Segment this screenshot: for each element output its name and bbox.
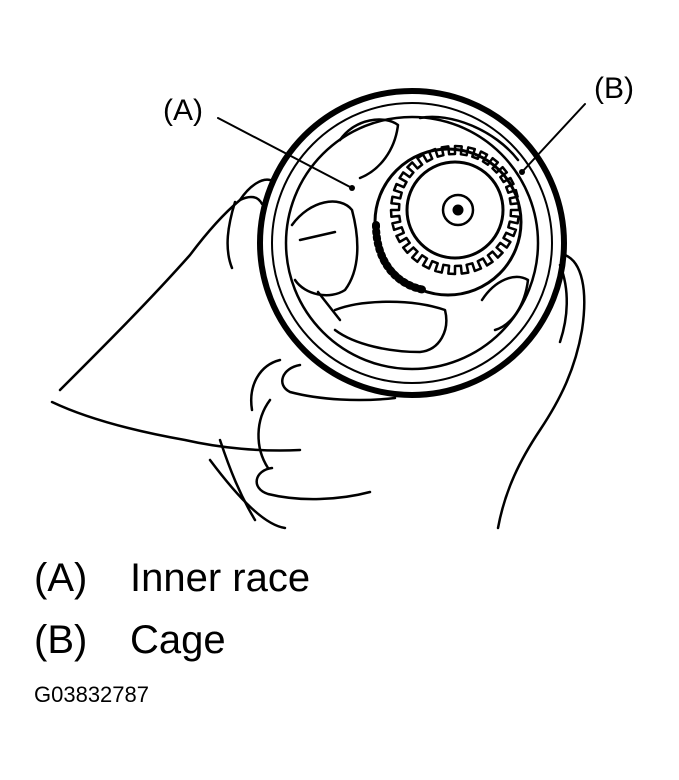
right-hand bbox=[218, 253, 586, 530]
cv-joint-illustration bbox=[50, 88, 586, 530]
legend-key: (A) bbox=[34, 556, 88, 600]
callout-label-b: (B) bbox=[594, 72, 634, 105]
legend-text: Cage bbox=[130, 618, 226, 662]
outer-race bbox=[257, 88, 567, 398]
figure-code: G03832787 bbox=[34, 682, 149, 707]
leader-lines bbox=[217, 103, 586, 191]
cage bbox=[290, 115, 530, 354]
legend-row-inner-race: (A) Inner race bbox=[34, 558, 310, 598]
legend-row-cage: (B) Cage bbox=[34, 620, 226, 660]
left-hand bbox=[50, 178, 302, 530]
inner-race bbox=[372, 144, 523, 297]
legend-text: Inner race bbox=[130, 556, 311, 600]
callout-label-a: (A) bbox=[163, 94, 203, 127]
legend-key: (B) bbox=[34, 618, 88, 662]
